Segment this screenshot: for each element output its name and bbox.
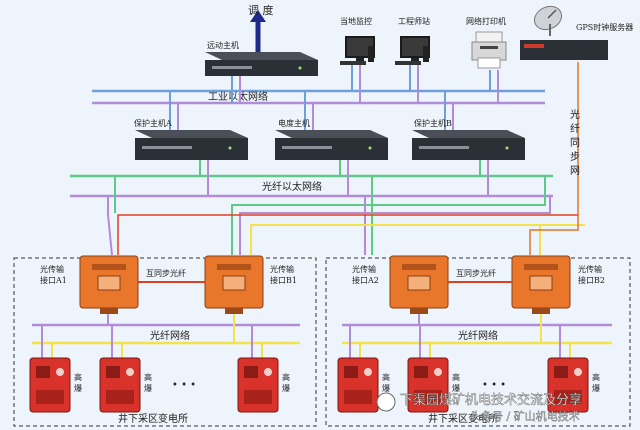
switchgear-drops-right: [349, 325, 571, 358]
label-mutual-sync-right: 互同步光纤: [456, 268, 496, 278]
label-dispatch: 调 度: [248, 3, 274, 17]
interface-uplinks: [107, 62, 585, 256]
label-substation-left: 井下采区变电所: [118, 412, 188, 425]
satellite-dish-icon: [533, 5, 563, 36]
svg-text:接口A1: 接口A1: [40, 275, 67, 285]
dispatch-arrow: [250, 10, 266, 54]
switchgear-left-1: [29, 357, 71, 413]
label-substation-right: 井下采区变电所: [428, 412, 498, 425]
svg-text:爆: 爆: [452, 383, 460, 393]
engineer-station-workstation: [395, 36, 430, 65]
label-fiber-ethernet: 光纤以太网络: [262, 180, 322, 193]
label-fiber-network-left: 光纤网络: [150, 329, 190, 342]
label-protection-host-a: 保护主机A: [134, 118, 172, 128]
svg-text:高: 高: [452, 372, 460, 382]
fiber-ethernet-drops: [199, 160, 489, 196]
label-high-explosion-right-1: 高 爆: [382, 372, 390, 393]
label-high-explosion-left-2: 高 爆: [144, 372, 152, 393]
printer-icon: [471, 31, 507, 69]
local-monitor-workstation: [340, 36, 375, 65]
svg-text:高: 高: [592, 372, 600, 382]
fiber-interface-b2: [511, 255, 571, 314]
svg-text:光: 光: [570, 108, 580, 121]
ellipsis-left: • • •: [172, 380, 196, 391]
switchgear-right-1: [337, 357, 379, 413]
label-engineer-station: 工程师站: [398, 16, 430, 26]
label-high-explosion-right-3: 高 爆: [592, 372, 600, 393]
label-high-explosion-right-2: 高 爆: [452, 372, 460, 393]
protection-host-b: [412, 130, 525, 160]
svg-text:纤: 纤: [570, 122, 580, 135]
svg-text:接口B2: 接口B2: [578, 275, 605, 285]
svg-text:爆: 爆: [382, 383, 390, 393]
label-high-explosion-left-3: 高 爆: [282, 372, 290, 393]
ellipsis-right: • • •: [482, 380, 506, 391]
svg-text:高: 高: [74, 372, 82, 382]
industrial-ethernet-drops: [169, 62, 499, 130]
protection-host-a: [135, 130, 248, 160]
svg-text:爆: 爆: [592, 383, 600, 393]
substation-box-left: [13, 257, 317, 427]
svg-text:光传输: 光传输: [40, 264, 64, 274]
svg-text:爆: 爆: [282, 383, 290, 393]
fiber-network-bus-right: [342, 314, 612, 345]
label-fiber-interface-a2: 光传输 接口A2: [352, 264, 379, 285]
remote-host: [205, 52, 318, 76]
svg-text:步: 步: [570, 151, 580, 163]
svg-text:接口A2: 接口A2: [352, 275, 379, 285]
label-industrial-ethernet: 工业以太网络: [208, 90, 268, 103]
switchgear-right-3: [547, 357, 589, 413]
svg-text:光传输: 光传输: [270, 264, 294, 274]
label-fiber-network-right: 光纤网络: [458, 329, 498, 342]
label-fiber-interface-b1: 光传输 接口B1: [270, 264, 297, 285]
svg-text:高: 高: [382, 372, 390, 382]
label-network-printer: 网络打印机: [466, 16, 506, 26]
svg-text:同: 同: [570, 137, 580, 149]
fiber-ethernet-bus: [70, 174, 553, 198]
svg-text:爆: 爆: [144, 383, 152, 393]
label-fiber-interface-b2: 光传输 接口B2: [578, 264, 605, 285]
label-gps-server: GPS时钟服务器: [576, 22, 633, 32]
gps-server: [520, 40, 608, 60]
label-energy-host: 电度主机: [278, 118, 310, 128]
label-local-monitor: 当地监控: [340, 16, 372, 26]
switchgear-drops-left: [41, 325, 263, 358]
svg-text:接口B1: 接口B1: [270, 275, 297, 285]
label-mutual-sync-left: 互同步光纤: [146, 268, 186, 278]
svg-text:光传输: 光传输: [352, 264, 376, 274]
fiber-interface-a2: [389, 255, 449, 314]
switchgear-left-3: [237, 357, 279, 413]
fiber-interface-b1: [204, 255, 264, 314]
svg-text:光传输: 光传输: [578, 264, 602, 274]
label-remote-host: 远动主机: [207, 40, 239, 50]
label-fiber-sync-network: 光 纤 同 步 网: [570, 108, 580, 177]
industrial-ethernet-bus: [92, 89, 545, 105]
svg-text:爆: 爆: [74, 383, 82, 393]
substation-box-right: [325, 257, 631, 427]
switchgear-left-2: [99, 357, 141, 413]
fiber-network-bus-left: [32, 314, 300, 345]
svg-text:高: 高: [282, 372, 290, 382]
fiber-interface-a1: [79, 255, 139, 314]
svg-text:高: 高: [144, 372, 152, 382]
svg-text:头条号 / 矿山机电技术: 头条号 / 矿山机电技术: [470, 409, 580, 423]
label-fiber-interface-a1: 光传输 接口A1: [40, 264, 67, 285]
energy-host: [275, 130, 388, 160]
watermark: 下渠园煤矿机电技术交流及分享 头条号 / 矿山机电技术: [376, 392, 582, 423]
switchgear-right-2: [407, 357, 449, 413]
svg-text:网: 网: [570, 165, 580, 177]
label-protection-host-b: 保护主机B: [414, 118, 452, 128]
svg-text:下渠园煤矿机电技术交流及分享: 下渠园煤矿机电技术交流及分享: [400, 392, 582, 408]
label-high-explosion-left-1: 高 爆: [74, 372, 82, 393]
